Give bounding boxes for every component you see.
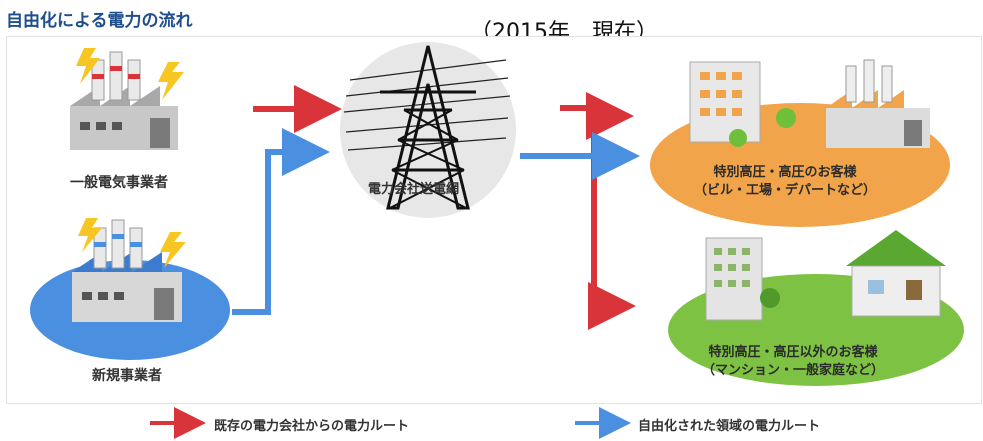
residential-customers-label: 特別高圧・高圧以外のお客様 （マンション・一般家庭など） (702, 344, 884, 380)
new-entrant-label: 新規事業者 (92, 368, 162, 384)
high-voltage-customers-icon (650, 59, 950, 227)
liberalized-route-arrow-entrant-to-grid (232, 128, 330, 315)
new-entrant-factory-icon (30, 218, 230, 360)
diagram-title: 自由化による電力の流れ (6, 11, 193, 31)
utility-label: 一般電気事業者 (70, 175, 168, 191)
residential-customers-icon (668, 230, 964, 386)
legend-liberalized-label: 自由化された領域の電力ルート (638, 419, 821, 434)
residential-customers-line1: 特別高圧・高圧以外のお客様 (708, 345, 878, 360)
existing-route-arrow-grid-to-residential (588, 112, 636, 330)
high-voltage-customers-line2: （ビル・工場・デパートなど） (694, 183, 877, 198)
high-voltage-customers-line1: 特別高圧・高圧のお客様 (713, 165, 857, 180)
grid-label: 電力会社送電網 (368, 182, 460, 197)
utility-factory-icon (70, 48, 184, 150)
residential-customers-line2: （マンション・一般家庭など） (702, 363, 885, 378)
transmission-tower-icon (340, 42, 516, 218)
legend-existing-label: 既存の電力会社からの電力ルート (214, 419, 410, 434)
high-voltage-customers-label: 特別高圧・高圧のお客様 （ビル・工場・デパートなど） (694, 164, 876, 200)
